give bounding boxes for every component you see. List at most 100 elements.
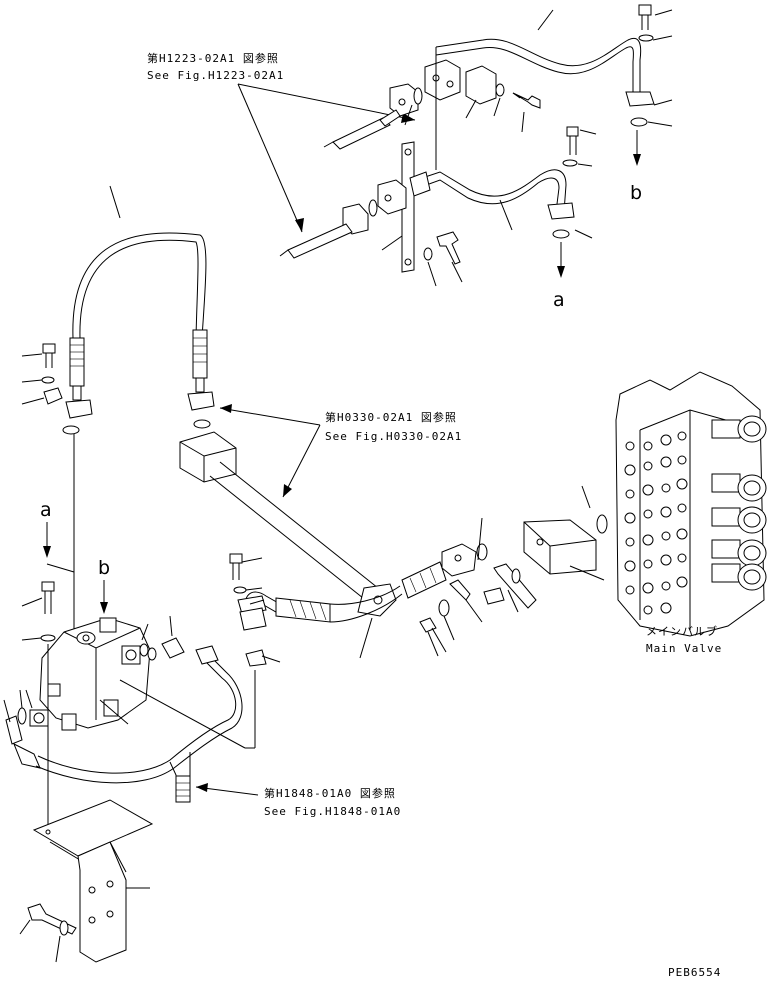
long-bolt <box>493 563 537 609</box>
hose-fitting-left <box>13 742 41 769</box>
bracket-plate <box>401 141 415 273</box>
washer <box>495 83 505 97</box>
washer <box>562 159 578 167</box>
marker-a-lower: a <box>40 499 52 521</box>
valve-ports <box>624 431 688 615</box>
arrowhead <box>220 404 232 413</box>
bolt-head <box>42 343 56 354</box>
marker-a-upper: a <box>553 289 565 311</box>
bolt-head <box>638 4 652 16</box>
o-ring <box>139 643 149 657</box>
bolt <box>436 231 461 265</box>
o-ring <box>552 229 570 239</box>
reference-h1223-jp: 第H1223-02A1 図参照 <box>147 51 279 65</box>
bracket-top-plate <box>32 799 154 857</box>
bolt <box>512 92 541 109</box>
reference-h1848-jp: 第H1848-01A0 図参照 <box>264 786 396 800</box>
washer <box>638 34 654 42</box>
arrowhead <box>401 113 415 123</box>
flange-right <box>187 391 215 411</box>
tube-assembly <box>179 431 397 617</box>
washer <box>41 376 55 384</box>
main-valve-label-jp: メインバルブ <box>646 624 718 638</box>
main-valve: メインバルブ Main Valve <box>581 371 767 655</box>
leader-h1223-a <box>237 83 416 121</box>
leader-h1223-b <box>237 83 303 233</box>
washer <box>438 599 450 617</box>
o-ring <box>147 647 157 661</box>
hose-end <box>401 561 447 599</box>
split-flange-upper <box>424 59 461 101</box>
control-valve-body <box>39 617 151 729</box>
pipe-lower <box>415 169 567 213</box>
hose-loop-upper-left <box>21 185 215 648</box>
o-ring <box>596 514 608 534</box>
o-ring <box>193 419 211 429</box>
washer <box>511 568 521 584</box>
elbow-fitting-left <box>5 715 23 745</box>
adapter-block <box>523 519 597 575</box>
leader-h0330-b <box>282 424 321 498</box>
arrowhead <box>295 218 304 232</box>
bracket-leg <box>77 841 127 963</box>
o-ring-symbol <box>245 649 267 667</box>
reference-label-h0330: 第H0330-02A1 図参照 See Fig.H0330-02A1 <box>325 410 462 443</box>
pipe-upper-inner <box>435 46 634 92</box>
o-ring <box>62 425 80 435</box>
hose-loop <box>72 232 207 339</box>
washer <box>233 586 247 594</box>
marker-b-lower: b <box>98 557 110 579</box>
reference-h0330-jp: 第H0330-02A1 図参照 <box>325 410 457 424</box>
upper-pipe-assembly: b a <box>279 4 673 311</box>
valve-solenoids <box>711 415 767 591</box>
half-flange <box>449 579 471 601</box>
washer <box>40 634 56 642</box>
marker-b-upper: b <box>630 182 642 204</box>
hose-stub-upper <box>332 117 391 150</box>
o-ring <box>368 199 378 217</box>
leader-h0330-a <box>219 407 321 426</box>
figure-code: PEB6554 <box>668 966 721 979</box>
washer <box>423 247 433 261</box>
mid-hose-assembly <box>229 517 607 667</box>
o-ring <box>413 87 423 105</box>
arrowhead <box>43 546 51 558</box>
reference-h1848-en: See Fig.H1848-01A0 <box>264 805 401 818</box>
flange-end-a <box>547 202 575 220</box>
arrowhead <box>283 484 292 497</box>
main-valve-label-en: Main Valve <box>646 642 722 655</box>
split-flange <box>239 607 267 631</box>
half-flange <box>43 387 63 405</box>
reference-h1223-en: See Fig.H1223-02A1 <box>147 69 284 82</box>
bolt-head <box>41 581 55 592</box>
control-valve-assembly: a b <box>3 499 256 832</box>
tube-block <box>179 431 237 483</box>
o-ring <box>17 707 27 725</box>
hose-fitting-right <box>195 645 219 665</box>
flange-left <box>65 399 93 419</box>
reference-h0330-en: See Fig.H0330-02A1 <box>325 430 462 443</box>
mounting-bracket <box>19 799 154 963</box>
reference-label-h1223: 第H1223-02A1 図参照 See Fig.H1223-02A1 <box>147 51 284 82</box>
clamp <box>409 171 431 197</box>
reference-label-h1848: 第H1848-01A0 図参照 See Fig.H1848-01A0 <box>264 786 401 818</box>
lower-hose <box>13 645 243 803</box>
hose-stub-lower <box>287 223 353 259</box>
washer <box>59 920 69 936</box>
bolt-head <box>566 126 579 137</box>
bolt <box>27 903 77 935</box>
flange-lower-left <box>377 179 407 215</box>
arrowhead <box>557 266 565 278</box>
arrowhead <box>196 783 208 792</box>
hose-sleeve <box>175 775 191 803</box>
arrowhead <box>100 602 108 614</box>
flange-end-b <box>625 91 655 107</box>
bolt-head <box>229 553 243 564</box>
clamp-block <box>465 65 497 105</box>
elbow-fitting <box>161 637 185 659</box>
arrowhead <box>633 154 641 166</box>
o-ring <box>630 117 648 127</box>
bolt-head <box>483 587 505 605</box>
